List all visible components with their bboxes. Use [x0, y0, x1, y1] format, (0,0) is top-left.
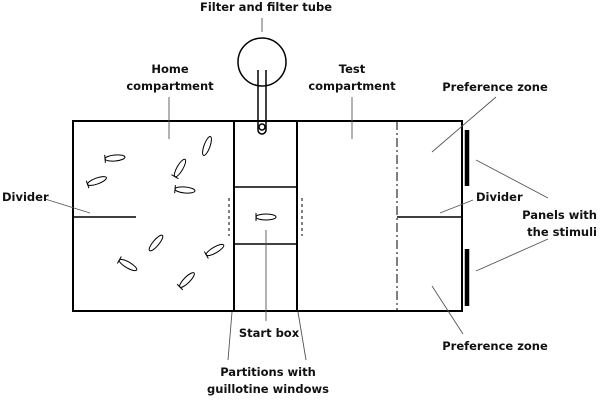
leader-panels-bottom [476, 239, 548, 271]
fish-home-2 [86, 174, 108, 188]
label-partitions-2: guillotine windows [207, 382, 329, 396]
fish-home-5 [175, 185, 196, 195]
filter-tube-end [259, 124, 265, 130]
label-home-compartment-2: compartment [126, 79, 214, 93]
label-home-compartment-1: Home [151, 62, 189, 76]
label-preference-zone-bottom: Preference zone [442, 339, 548, 353]
tank-outline [73, 121, 462, 311]
fish-home-6 [147, 233, 164, 252]
leader-pref-top [432, 97, 496, 152]
fish-home-8 [204, 242, 225, 259]
fish-home-3 [172, 157, 189, 178]
label-test-compartment-1: Test [339, 62, 366, 76]
label-start-box: Start box [239, 326, 300, 340]
fish-home-4 [201, 136, 213, 157]
label-divider-left: Divider [2, 190, 49, 204]
label-panels-1: Panels with [522, 208, 597, 222]
fish-home-1 [105, 153, 126, 163]
fish-home-9 [177, 270, 197, 290]
filter-circle [238, 38, 286, 86]
fish-home-7 [117, 257, 138, 274]
label-preference-zone-top: Preference zone [442, 80, 548, 94]
leader-panels-top [476, 160, 548, 198]
label-filter: Filter and filter tube [200, 0, 332, 14]
label-partitions-1: Partitions with [220, 365, 316, 379]
filter-tube [258, 70, 266, 134]
leader-pref-bottom [432, 286, 463, 334]
label-test-compartment-2: compartment [308, 79, 396, 93]
leader-partition-right [298, 312, 306, 360]
label-divider-right: Divider [476, 190, 523, 204]
leader-partition-left [228, 312, 232, 360]
leader-divider-left [45, 199, 90, 213]
leader-divider-right [440, 200, 473, 213]
label-panels-2: the stimuli [527, 225, 597, 239]
fish-start-box [256, 213, 276, 221]
